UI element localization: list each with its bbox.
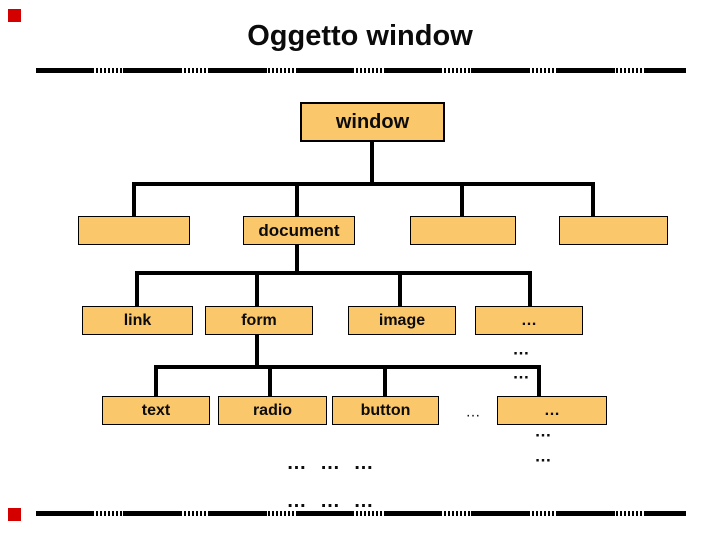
node-level3-more: … — [475, 306, 583, 335]
connector-level3-drop-image — [398, 271, 402, 306]
connector-level3-drop-link — [135, 271, 139, 306]
connector-document-stem — [295, 245, 299, 275]
ellipsis-between-button-and-more: … — [465, 403, 485, 421]
ellipsis-row-2: … … … — [286, 490, 374, 512]
node-image: image — [348, 306, 456, 335]
node-document: document — [243, 216, 355, 245]
node-button: button — [332, 396, 439, 425]
node-link: link — [82, 306, 193, 335]
node-empty-left — [78, 216, 190, 245]
node-level4-more-label: … — [544, 401, 560, 419]
ellipsis-below-level4-more-2: … — [534, 446, 552, 466]
divider-bottom — [36, 511, 686, 516]
node-form: form — [205, 306, 313, 335]
red-square-accent-bottom — [8, 508, 21, 521]
connector-window-stem — [370, 142, 374, 186]
node-link-label: link — [123, 311, 152, 329]
connector-level4-drop-radio — [268, 365, 272, 396]
node-empty-mid — [410, 216, 516, 245]
node-level4-more: … — [497, 396, 607, 425]
node-window-label: window — [335, 110, 410, 133]
connector-level4-drop-text — [154, 365, 158, 396]
connector-level4-drop-more — [537, 365, 541, 396]
connector-level3-drop-form — [255, 271, 259, 306]
connector-level2-rail — [132, 182, 595, 186]
node-document-label: document — [258, 220, 340, 240]
node-level3-more-label: … — [521, 311, 537, 329]
node-radio: radio — [218, 396, 327, 425]
connector-level2-drop-4 — [591, 182, 595, 216]
node-text: text — [102, 396, 210, 425]
connector-level4-rail — [154, 365, 541, 369]
node-radio-label: radio — [252, 401, 293, 419]
connector-level4-drop-button — [383, 365, 387, 396]
ellipsis-below-level3-more-1: … — [512, 339, 530, 359]
node-empty-right — [559, 216, 668, 245]
ellipsis-below-level4-more-1: … — [534, 421, 552, 441]
red-square-accent-top — [8, 9, 21, 22]
node-form-label: form — [241, 311, 277, 329]
node-window: window — [300, 102, 445, 142]
connector-level2-drop-document — [295, 182, 299, 216]
connector-level3-rail — [135, 271, 532, 275]
connector-form-stem — [255, 335, 259, 369]
connector-level2-drop-1 — [132, 182, 136, 216]
node-image-label: image — [378, 311, 426, 329]
ellipsis-row-1: … … … — [286, 452, 374, 474]
divider-top — [36, 68, 686, 73]
node-text-label: text — [141, 401, 171, 419]
connector-level2-drop-3 — [460, 182, 464, 216]
connector-level3-drop-more — [528, 271, 532, 306]
node-button-label: button — [360, 401, 411, 419]
slide-title: Oggetto window — [247, 20, 473, 52]
